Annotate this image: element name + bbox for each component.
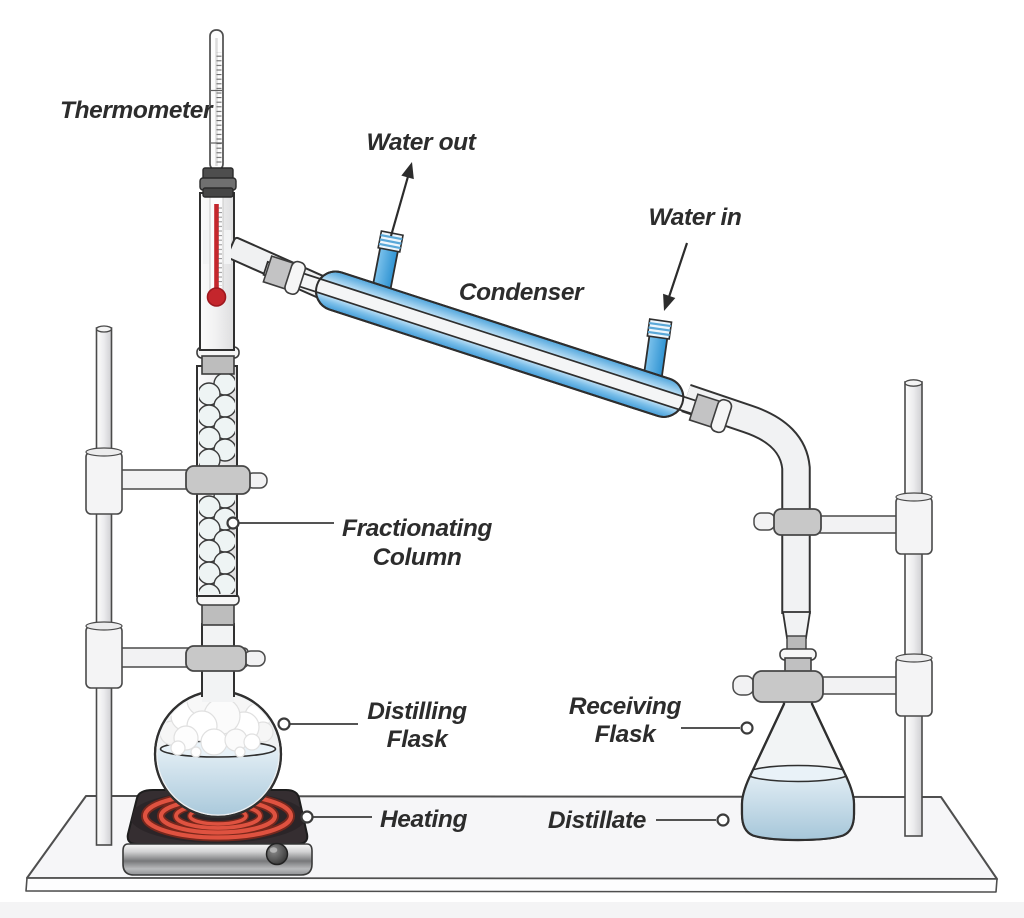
left-stand-rod — [95, 327, 113, 846]
water-in-arrow — [666, 242, 689, 301]
right-clamp-bar-upper — [812, 515, 904, 534]
label-fractionating-column-line2: Column — [373, 544, 462, 571]
delivery-tube-clamp — [773, 508, 822, 536]
condenser — [262, 255, 733, 434]
right-stand — [732, 379, 933, 837]
water-out-arrow — [389, 172, 411, 237]
left-bosshead-upper — [85, 451, 123, 515]
right-clamp-bar-lower — [815, 676, 903, 695]
thermometer — [209, 29, 224, 171]
thermometer-stopper — [199, 167, 237, 198]
still-head — [199, 29, 331, 351]
power-knob — [265, 842, 289, 866]
label-receiving-flask-line2: Flask — [595, 721, 657, 748]
ground-joint-socket-lower — [201, 602, 235, 626]
label-distilling-flask-line2: Flask — [387, 726, 449, 753]
image-bottom-strip — [0, 902, 1024, 918]
column-clamp-upper — [185, 465, 251, 495]
distillate-liquid — [742, 773, 854, 840]
label-thermometer: Thermometer — [60, 97, 214, 124]
label-receiving-flask-line1: Receiving — [569, 693, 682, 720]
left-bosshead-lower — [85, 625, 123, 689]
label-water-in: Water in — [648, 204, 741, 231]
receiving-flask — [740, 611, 856, 842]
thermometer-scale — [216, 52, 222, 164]
hot-plate-body — [122, 843, 313, 876]
label-fractionating-column-line1: Fractionating — [342, 515, 492, 542]
right-bosshead-upper — [895, 496, 933, 555]
distillate-surface — [746, 764, 850, 783]
vapor-bubbles — [159, 693, 274, 758]
distilling-flask — [153, 623, 283, 819]
right-stand-rod — [904, 381, 923, 837]
hot-plate — [122, 789, 313, 876]
label-distilling-flask-line1: Distilling — [367, 698, 467, 725]
label-heating: Heating — [380, 806, 467, 833]
right-bosshead-lower — [895, 657, 933, 717]
glass-beads — [199, 372, 235, 594]
ground-joint-socket-upper — [201, 355, 235, 375]
label-distillate: Distillate — [548, 807, 646, 834]
annotations: Thermometer Water out Water in Condenser… — [60, 97, 754, 834]
thermometer-bulb — [206, 287, 227, 307]
receiving-flask-clamp — [752, 670, 824, 703]
label-condenser: Condenser — [459, 279, 585, 306]
column-clamp-lower — [185, 645, 247, 672]
delivery-tube — [681, 384, 811, 614]
label-water-out: Water out — [367, 129, 477, 156]
